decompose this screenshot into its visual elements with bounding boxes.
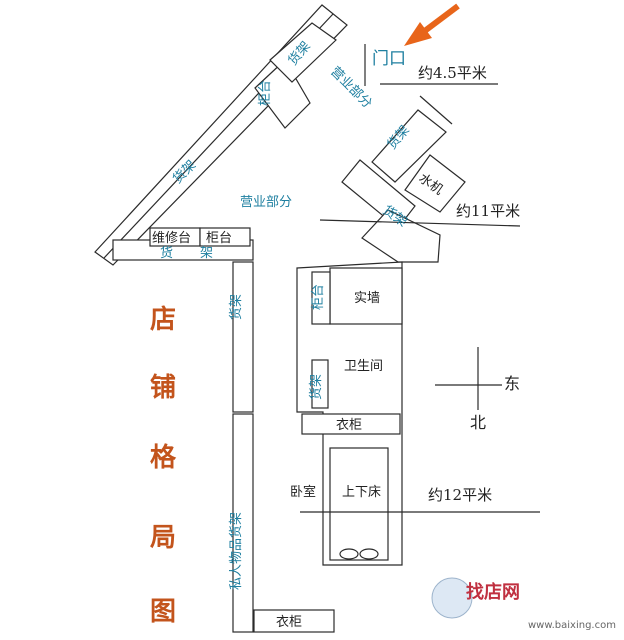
left-shelf-upper-label: 货架 — [228, 294, 244, 320]
diagonal-counter-label: 柜台 — [258, 80, 273, 106]
title-char-1: 店 — [150, 305, 176, 335]
sales-area-main-label: 营业部分 — [240, 195, 292, 210]
left-shelf-upper — [232, 261, 254, 413]
repair-counter-label: 维修台 — [152, 231, 191, 246]
left-shelf-lower — [232, 413, 254, 633]
counter-shelf-label-1: 货 — [160, 245, 173, 261]
top-shelf-box — [269, 22, 337, 83]
area-bedroom-label: 约12平米 — [428, 486, 492, 504]
stair-block — [361, 209, 441, 263]
solid-wall-label: 实墙 — [354, 291, 380, 306]
wardrobe-label: 衣柜 — [336, 417, 362, 433]
bathroom-label: 卫生间 — [344, 359, 383, 374]
title-char-3: 格 — [150, 442, 177, 473]
bottom-wardrobe — [253, 609, 335, 633]
globe-icon — [431, 577, 473, 619]
solid-wall-counter-label: 柜台 — [311, 284, 326, 310]
compass-north-label: 北 — [470, 413, 486, 432]
counter-label: 柜台 — [206, 231, 232, 246]
private-shelf-label: 私人物品货架 — [228, 512, 244, 590]
compass — [435, 347, 502, 410]
sales-area-top-label: 营业部分 — [327, 64, 374, 111]
bathroom-block — [311, 359, 329, 409]
title-char-2: 铺 — [150, 373, 176, 403]
bedroom-label: 卧室 — [290, 484, 316, 500]
bunk-bed-label: 上下床 — [342, 485, 381, 500]
counter-shelf-label-2: 架 — [200, 246, 213, 261]
title-char-5: 图 — [150, 597, 176, 627]
dead-corner — [341, 159, 416, 229]
water-machine-box — [404, 154, 466, 213]
bottom-wardrobe-label: 衣柜 — [276, 614, 302, 630]
vertical-title: 店 铺 格 局 图 — [150, 305, 177, 627]
entrance-arrow-icon — [404, 3, 460, 46]
solid-wall-block — [311, 267, 403, 325]
watermark-url: www.baixing.com — [528, 620, 616, 631]
door-label: 门口 — [372, 49, 406, 69]
diagonal-shelf-counter — [254, 59, 311, 129]
compass-east-label: 东 — [504, 374, 520, 393]
entrance-shelf — [371, 109, 447, 183]
title-char-4: 局 — [150, 523, 176, 553]
bathroom-shelf-label: 货架 — [308, 374, 324, 400]
watermark: 找店网 www.baixing.com — [431, 577, 616, 631]
area-middle-label: 约11平米 — [456, 202, 520, 220]
counter-row — [112, 227, 254, 261]
wardrobe-mid — [301, 413, 401, 435]
watermark-logo: 找店网 — [466, 581, 520, 603]
area-entrance-label: 约4.5平米 — [418, 64, 487, 82]
bedroom-block — [329, 447, 389, 561]
